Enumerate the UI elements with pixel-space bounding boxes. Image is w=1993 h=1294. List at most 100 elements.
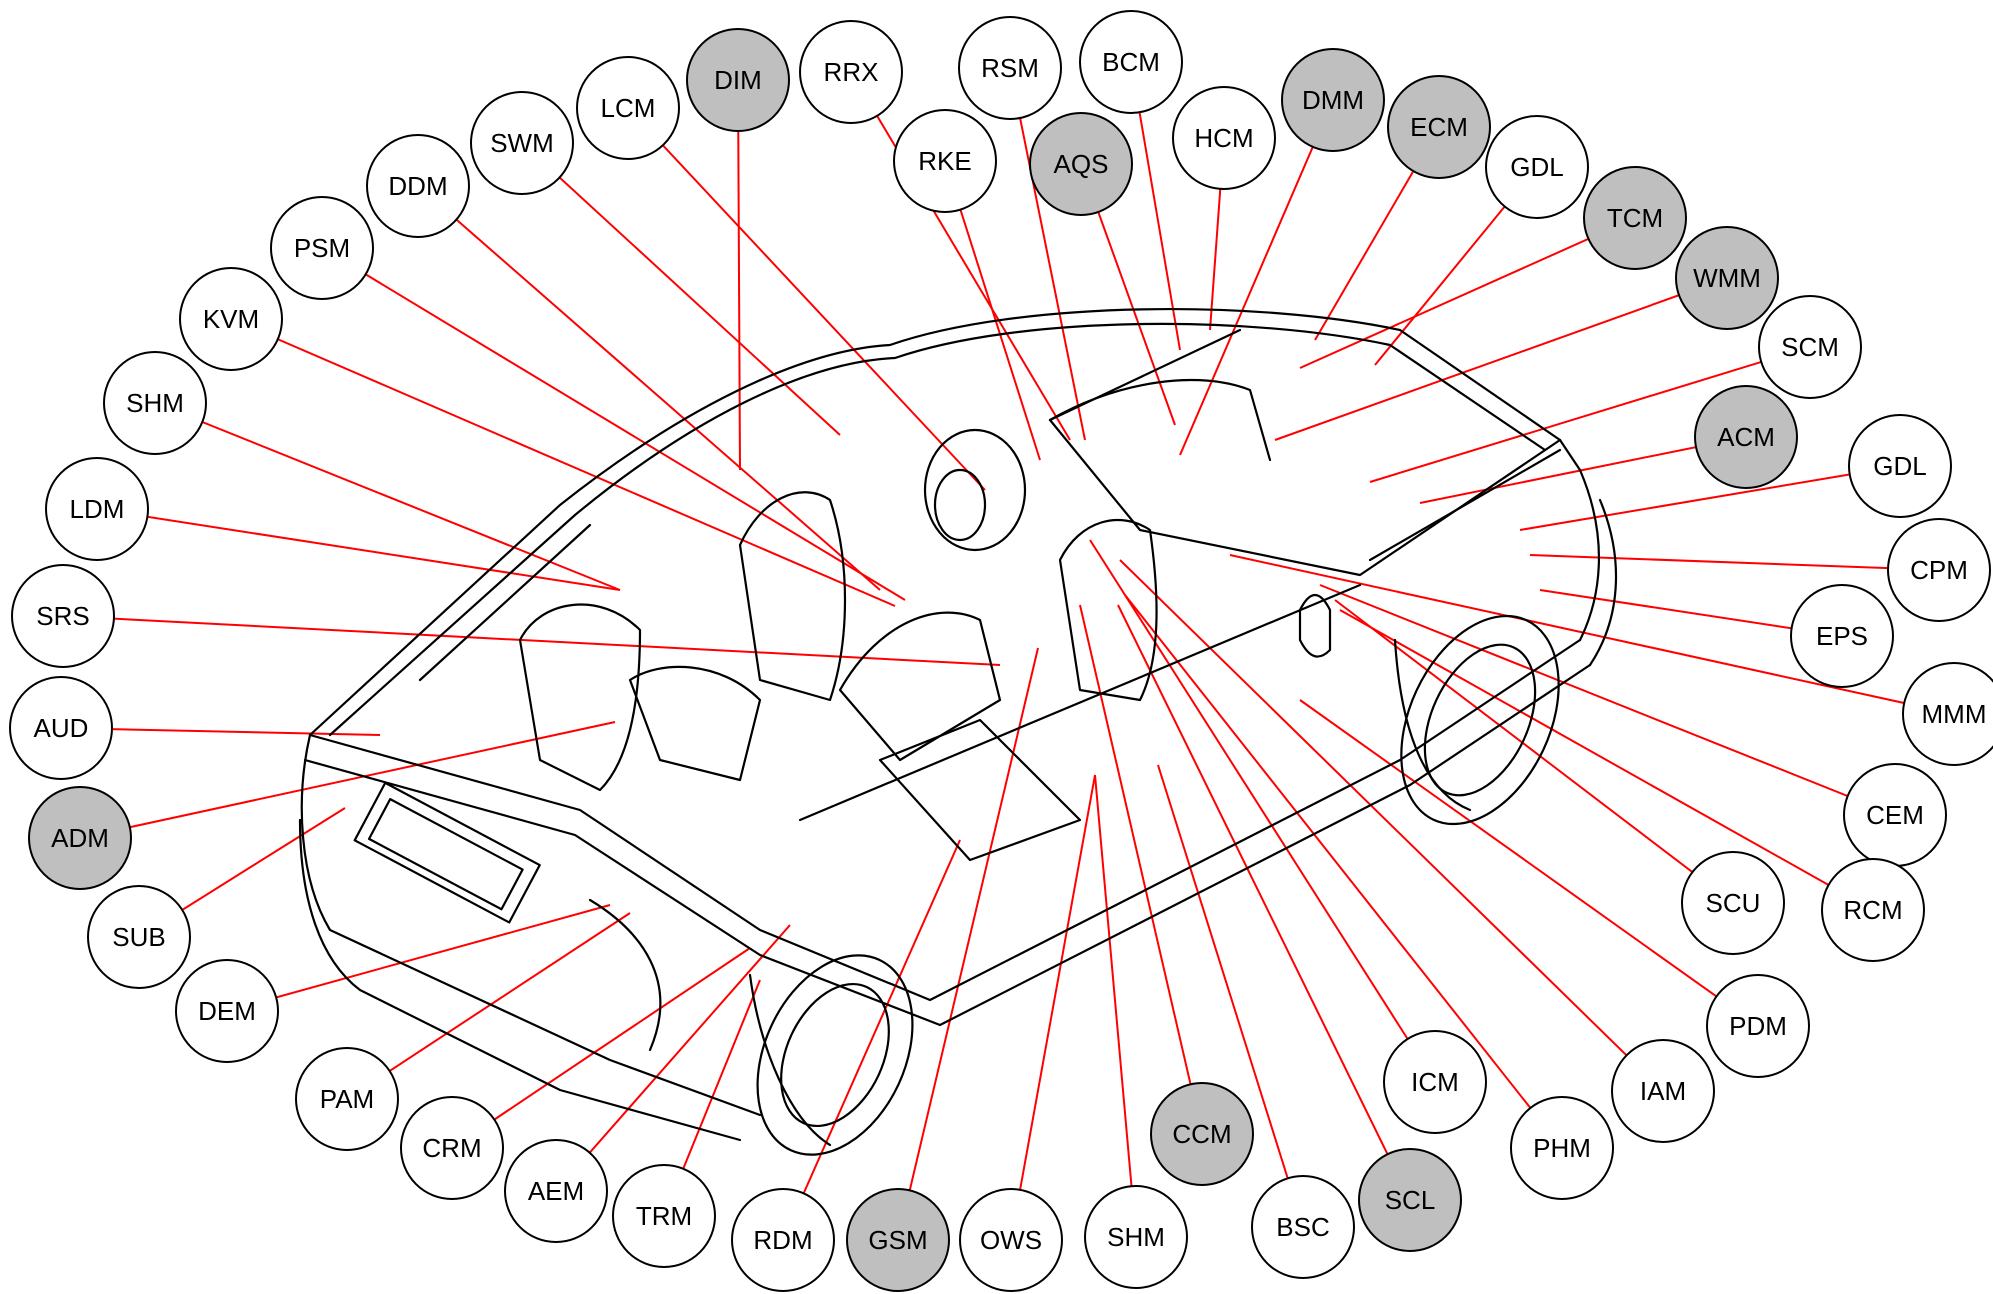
module-label: DDM xyxy=(388,171,447,201)
leader-line-srs xyxy=(62,615,1001,666)
module-label: AEM xyxy=(528,1176,584,1206)
module-circle xyxy=(9,676,113,780)
module-circle xyxy=(612,1164,716,1268)
module-circle xyxy=(799,20,903,124)
leader-line-aud xyxy=(60,727,381,736)
leader-line-scu xyxy=(1334,599,1734,904)
module-circle xyxy=(1694,385,1798,489)
leader-line-mmm xyxy=(1229,554,1955,715)
module-circle xyxy=(270,196,374,300)
module-label: BCM xyxy=(1102,47,1160,77)
module-node-scu: SCU xyxy=(1681,851,1785,955)
module-label: ACM xyxy=(1717,422,1775,452)
module-circle xyxy=(731,1188,835,1292)
module-circle xyxy=(1084,1185,1188,1289)
module-label: MMM xyxy=(1922,699,1987,729)
module-circle xyxy=(1790,584,1894,688)
module-circle xyxy=(958,16,1062,120)
module-label: SCM xyxy=(1781,332,1839,362)
module-node-crm: CRM xyxy=(400,1096,504,1200)
module-node-rke: RKE xyxy=(893,109,997,213)
module-node-rdm: RDM xyxy=(731,1188,835,1292)
module-label: RCM xyxy=(1843,895,1902,925)
module-circle xyxy=(295,1047,399,1151)
module-circle xyxy=(1251,1175,1355,1279)
leader-line-gdl2 xyxy=(1519,465,1901,531)
module-node-iam: IAM xyxy=(1611,1039,1715,1143)
module-node-scl: SCL xyxy=(1358,1148,1462,1252)
module-circle xyxy=(1821,858,1925,962)
module-circle xyxy=(1485,115,1589,219)
module-node-pam: PAM xyxy=(295,1047,399,1151)
leader-line-cem xyxy=(1319,584,1896,816)
module-circle xyxy=(686,28,790,132)
module-label: DEM xyxy=(198,996,256,1026)
module-label: CEM xyxy=(1866,800,1924,830)
module-label: ECM xyxy=(1410,112,1468,142)
module-circle xyxy=(87,885,191,989)
module-node-aem: AEM xyxy=(504,1139,608,1243)
module-label: SCL xyxy=(1385,1185,1436,1215)
module-label: WMM xyxy=(1693,263,1761,293)
leader-line-rdm xyxy=(782,839,961,1241)
module-circle xyxy=(175,959,279,1063)
leader-line-icm xyxy=(1089,539,1436,1083)
module-circle xyxy=(576,56,680,160)
module-circle xyxy=(1758,295,1862,399)
leader-line-dim xyxy=(737,79,741,471)
module-node-pdm: PDM xyxy=(1706,974,1810,1078)
module-label: SHM xyxy=(126,388,184,418)
module-circle xyxy=(1887,518,1991,622)
module-node-ldm: LDM xyxy=(45,457,149,561)
module-circle xyxy=(1583,166,1687,270)
module-circle xyxy=(893,109,997,213)
module-label: HCM xyxy=(1194,123,1253,153)
module-circle xyxy=(400,1096,504,1200)
module-node-dmm: DMM xyxy=(1281,48,1385,152)
leader-line-bsc xyxy=(1157,764,1304,1228)
module-node-ows: OWS xyxy=(959,1188,1063,1292)
module-label: LDM xyxy=(70,494,125,524)
module-label: SHM xyxy=(1107,1222,1165,1252)
leader-line-pam xyxy=(346,912,631,1100)
module-node-mmm: MMM xyxy=(1902,662,1993,766)
module-label: PDM xyxy=(1729,1011,1787,1041)
module-node-aqs: AQS xyxy=(1029,112,1133,216)
leader-line-rrx xyxy=(850,71,1071,441)
module-circle xyxy=(45,457,149,561)
leader-line-pdm xyxy=(1299,699,1759,1027)
module-node-psm: PSM xyxy=(270,196,374,300)
module-circle xyxy=(1902,662,1993,766)
module-circle xyxy=(366,134,470,238)
module-node-swm: SWM xyxy=(470,91,574,195)
leader-line-gsm xyxy=(897,647,1039,1241)
module-node-ecm: ECM xyxy=(1387,75,1491,179)
leader-line-swm xyxy=(521,142,841,436)
module-node-bsc: BSC xyxy=(1251,1175,1355,1279)
module-node-shm2: SHM xyxy=(1084,1185,1188,1289)
module-label: SWM xyxy=(490,128,554,158)
module-circle xyxy=(103,351,207,455)
module-node-cpm: CPM xyxy=(1887,518,1991,622)
module-label: RDM xyxy=(753,1225,812,1255)
module-label: RKE xyxy=(918,146,971,176)
module-label: LCM xyxy=(601,93,656,123)
module-node-adm: ADM xyxy=(28,786,132,890)
module-label: DMM xyxy=(1302,85,1364,115)
leader-line-rke xyxy=(944,160,1041,461)
module-circle xyxy=(28,786,132,890)
module-label: AUD xyxy=(34,713,89,743)
leader-line-ddm xyxy=(417,185,881,591)
module-node-cem: CEM xyxy=(1843,763,1947,867)
leader-line-dmm xyxy=(1179,99,1334,456)
module-node-phm: PHM xyxy=(1510,1096,1614,1200)
leader-line-tcm xyxy=(1299,217,1636,369)
leader-line-lcm xyxy=(627,107,986,491)
module-circle xyxy=(1172,86,1276,190)
module-node-eps: EPS xyxy=(1790,584,1894,688)
module-label: PSM xyxy=(294,233,350,263)
leader-line-aem xyxy=(555,924,791,1192)
leader-line-rsm xyxy=(1009,67,1086,441)
module-label: AQS xyxy=(1054,149,1109,179)
